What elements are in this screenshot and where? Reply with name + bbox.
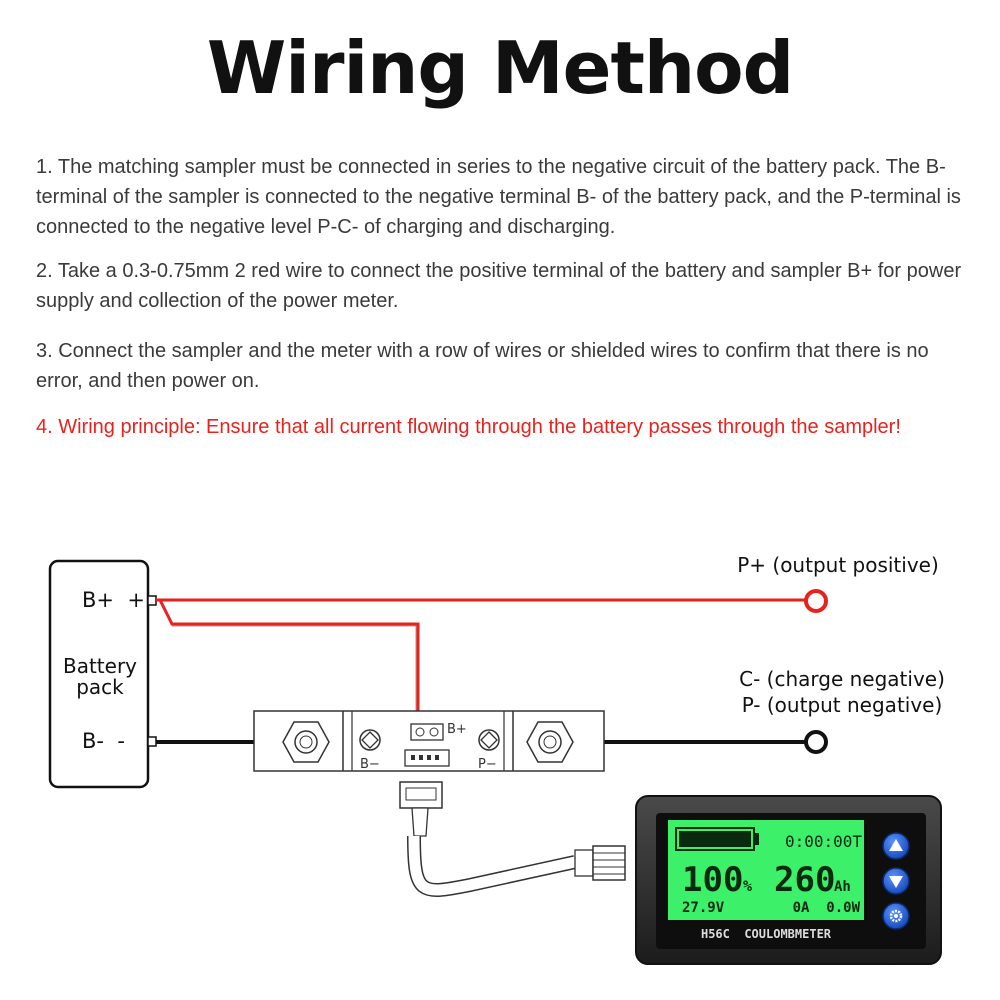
sampler-bminus-label: B−	[360, 757, 380, 772]
arrow-down-icon	[889, 876, 903, 888]
battery-level-icon	[675, 827, 759, 851]
battery-pack: B+ + Battery pack B- -	[48, 559, 157, 789]
instruction-step-3: 3. Connect the sampler and the meter wit…	[36, 340, 929, 392]
meter-model-label: H56C COULOMBMETER	[701, 927, 832, 941]
instruction-step-2: 2. Take a 0.3-0.75mm 2 red wire to conne…	[36, 260, 962, 312]
left-bolt-icon	[282, 721, 330, 763]
signal-socket	[404, 749, 450, 767]
lcd-voltage: 27.9V	[682, 900, 725, 916]
down-button[interactable]	[882, 867, 910, 895]
coulombmeter-device: 0:00:00T 100 % 260 Ah 27.9V 0A 0.0W H56C…	[635, 795, 942, 965]
battery-neg-post	[147, 736, 157, 747]
output-negative-terminal	[804, 730, 828, 754]
sampler-pminus-label: P−	[478, 757, 497, 772]
pminus-screw-icon	[478, 729, 500, 751]
wiring-principle-warning: 4. Wiring principle: Ensure that all cur…	[36, 416, 901, 438]
lcd-percent: 100	[682, 860, 743, 900]
page-title: Wiring Method	[206, 26, 794, 110]
lcd-capacity-unit: Ah	[834, 879, 851, 895]
red-wire-outline	[172, 625, 417, 728]
charge-negative-label: C- (charge negative)	[739, 667, 945, 691]
lcd-capacity: 260	[774, 860, 835, 900]
output-negative-label: P- (output negative)	[742, 693, 943, 717]
red-positive-wire	[156, 598, 805, 728]
battery-label-line2: pack	[76, 675, 124, 699]
lcd-current-power: 0A 0.0W	[793, 900, 861, 916]
output-positive-terminal	[804, 589, 828, 613]
bplus-terminal-block	[410, 723, 444, 741]
signal-cable	[399, 781, 626, 897]
lcd-percent-unit: %	[743, 877, 752, 895]
lcd-time: 0:00:00T	[785, 832, 862, 851]
bminus-screw-icon	[359, 729, 381, 751]
battery-neg-terminal-label: B- -	[82, 729, 125, 753]
arrow-up-icon	[889, 839, 903, 851]
battery-label-line1: Battery	[63, 654, 137, 678]
settings-button[interactable]	[882, 902, 910, 930]
instruction-step-1: 1. The matching sampler must be connecte…	[36, 156, 961, 238]
right-bolt-icon	[526, 721, 574, 763]
battery-pos-post	[147, 595, 157, 606]
battery-pos-terminal-label: B+ +	[82, 588, 145, 612]
sampler-bplus-label: B+	[447, 722, 467, 737]
gear-icon	[889, 909, 903, 923]
output-positive-label: P+ (output positive)	[737, 553, 939, 577]
sampler-shunt: B− P− B+	[253, 710, 605, 772]
up-button[interactable]	[882, 832, 910, 860]
